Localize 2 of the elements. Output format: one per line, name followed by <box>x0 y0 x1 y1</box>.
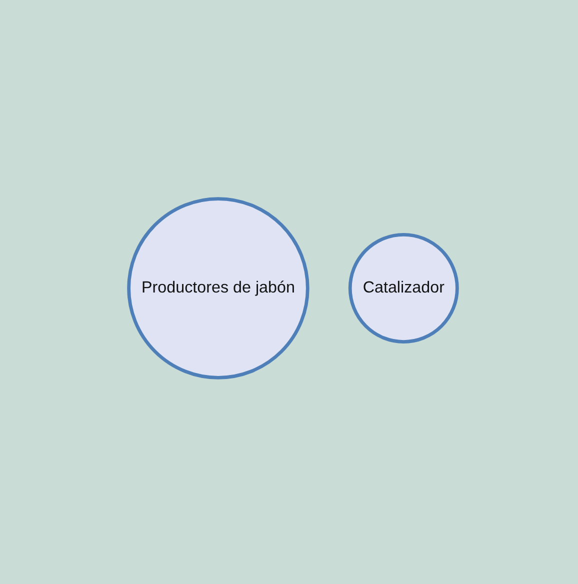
circle-node: Productores de jabón <box>127 197 310 380</box>
circle-node: Catalizador <box>348 233 459 344</box>
